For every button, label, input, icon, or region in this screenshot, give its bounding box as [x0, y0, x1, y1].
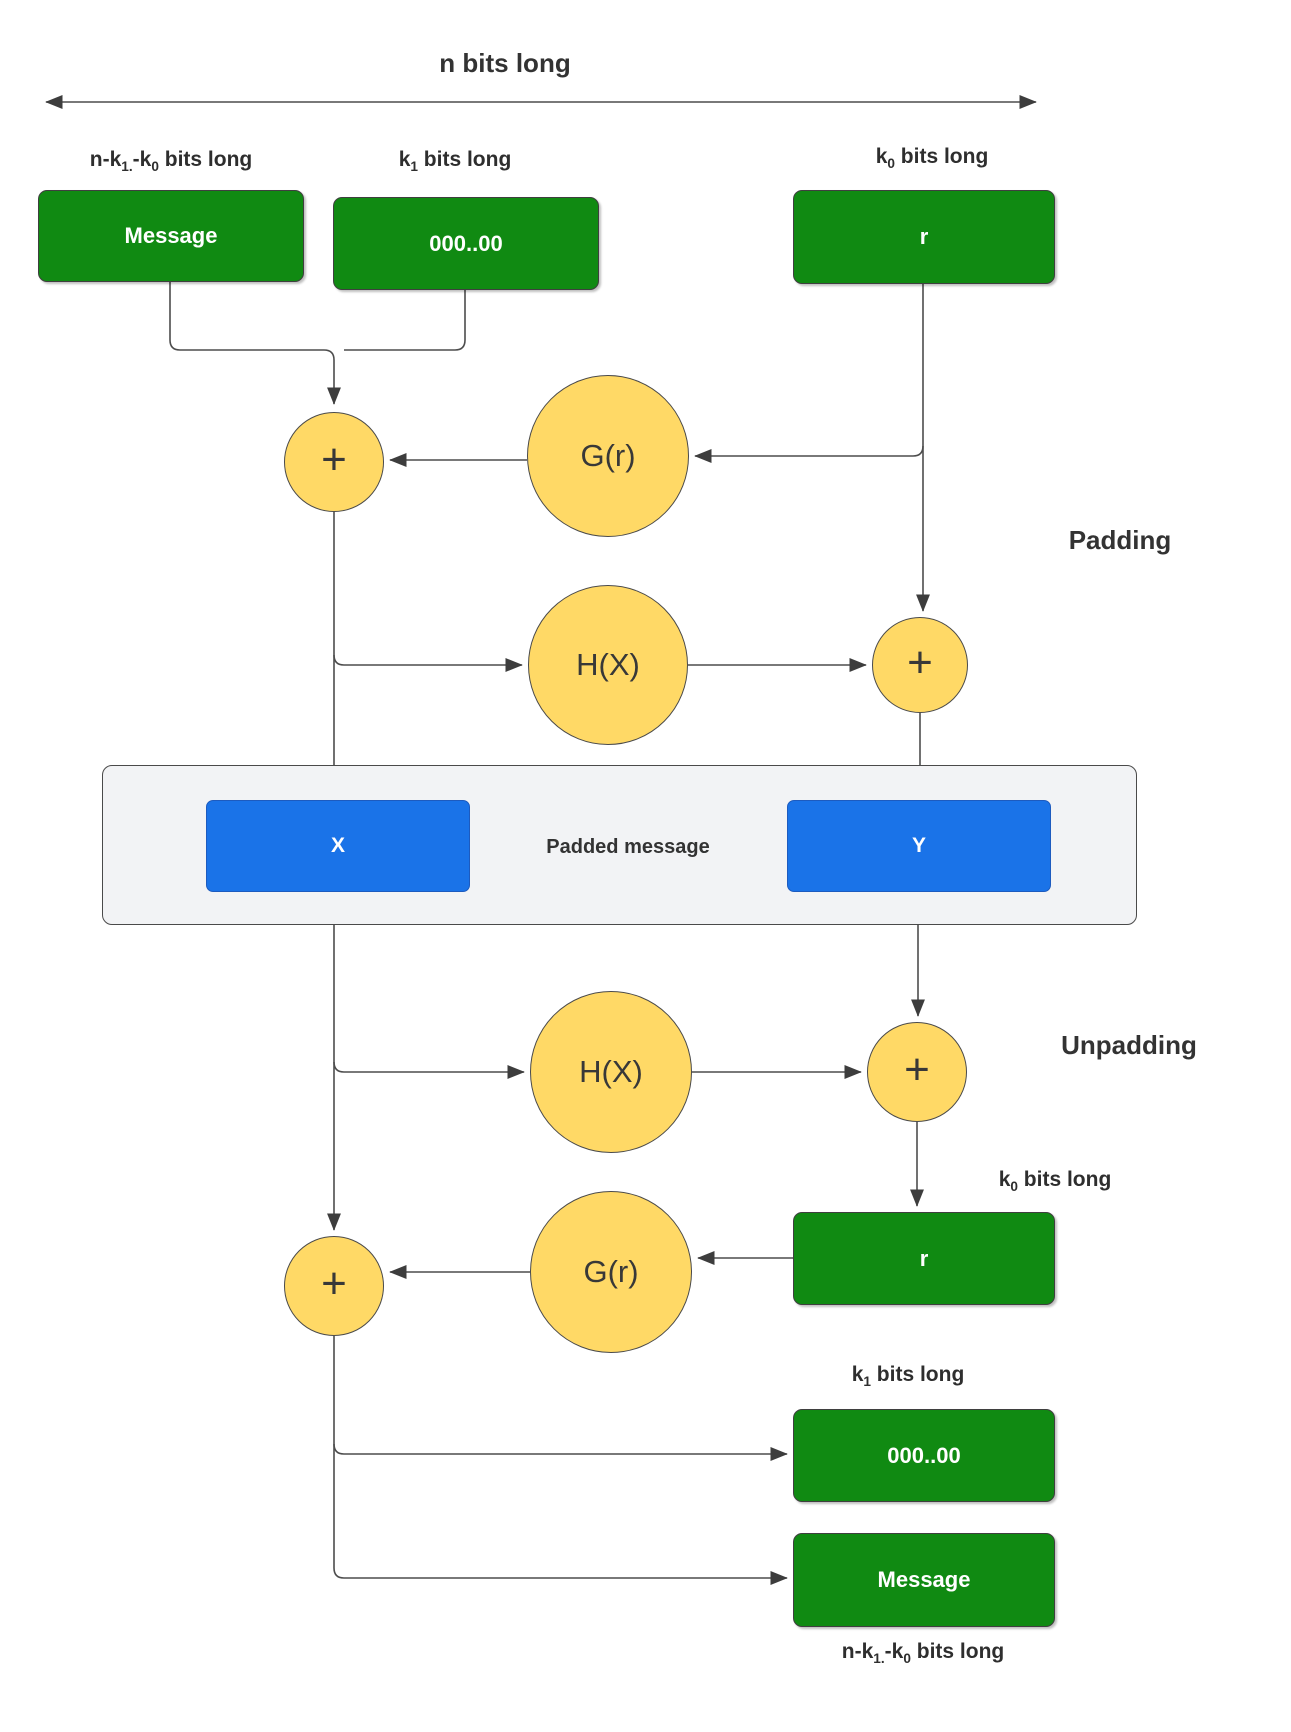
x-block: X: [206, 800, 470, 892]
xor-circle-3: +: [867, 1022, 967, 1122]
bit-length-label-top-message: n-k1.-k0 bits long: [89, 148, 253, 175]
g-function-top: G(r): [527, 375, 689, 537]
h-function-top: H(X): [528, 585, 688, 745]
wire-xor1-branch-to-h1: [333, 654, 523, 673]
wire-message-to-merge: [169, 280, 342, 405]
xor-circle-1: +: [284, 412, 384, 512]
zeros-box-top: 000..00: [333, 197, 599, 290]
x-block-label: X: [330, 834, 345, 857]
wire-xor4-to-message2: [333, 1336, 788, 1586]
bit-length-label-bottom-message: n-k1.-k0 bits long: [841, 1640, 1005, 1667]
xor-symbol: +: [321, 1259, 347, 1308]
xor-symbol: +: [904, 1045, 930, 1094]
h-function-top-label: H(X): [576, 647, 640, 682]
bit-length-label-top-r: k0 bits long: [875, 145, 989, 172]
g-function-bottom-label: G(r): [583, 1254, 639, 1289]
bit-length-label-bottom-r: k0 bits long: [998, 1168, 1112, 1195]
wire-zeros-to-merge: [344, 288, 466, 351]
wire-x-branch-to-h2: [333, 1061, 525, 1080]
h-function-bottom: H(X): [530, 991, 692, 1153]
xor-symbol: +: [907, 638, 933, 687]
n-bits-long-label: n bits long: [439, 48, 571, 78]
h-function-bottom-label: H(X): [579, 1054, 643, 1089]
wire-xor4-branch-to-zeros2: [333, 1443, 788, 1462]
message-box-bottom-label: Message: [877, 1567, 971, 1592]
xor-symbol: +: [321, 435, 347, 484]
xor-circle-4: +: [284, 1236, 384, 1336]
zeros-box-bottom: 000..00: [793, 1409, 1055, 1502]
wire-r-branch-to-g1: [694, 445, 924, 464]
r-box-top-label: r: [919, 224, 929, 249]
padded-message-label: Padded message: [546, 836, 710, 858]
g-function-bottom: G(r): [530, 1191, 692, 1353]
zeros-box-top-label: 000..00: [429, 230, 503, 256]
r-box-bottom-label: r: [919, 1245, 929, 1271]
bit-length-label-bottom-zeros: k1 bits long: [851, 1363, 965, 1390]
y-block: Y: [787, 800, 1051, 892]
r-box-bottom: r: [793, 1212, 1055, 1305]
r-box-top: r: [793, 190, 1055, 284]
bit-length-label-top-zeros: k1 bits long: [398, 148, 512, 175]
message-box-top: Message: [38, 190, 304, 282]
xor-circle-2: +: [872, 617, 968, 713]
g-function-top-label: G(r): [580, 438, 636, 473]
unpadding-label: Unpadding: [1061, 1030, 1197, 1060]
padding-label: Padding: [1068, 525, 1172, 555]
message-box-top-label: Message: [124, 223, 218, 248]
zeros-box-bottom-label: 000..00: [887, 1442, 961, 1468]
message-box-bottom: Message: [793, 1533, 1055, 1627]
y-block-label: Y: [911, 834, 926, 857]
